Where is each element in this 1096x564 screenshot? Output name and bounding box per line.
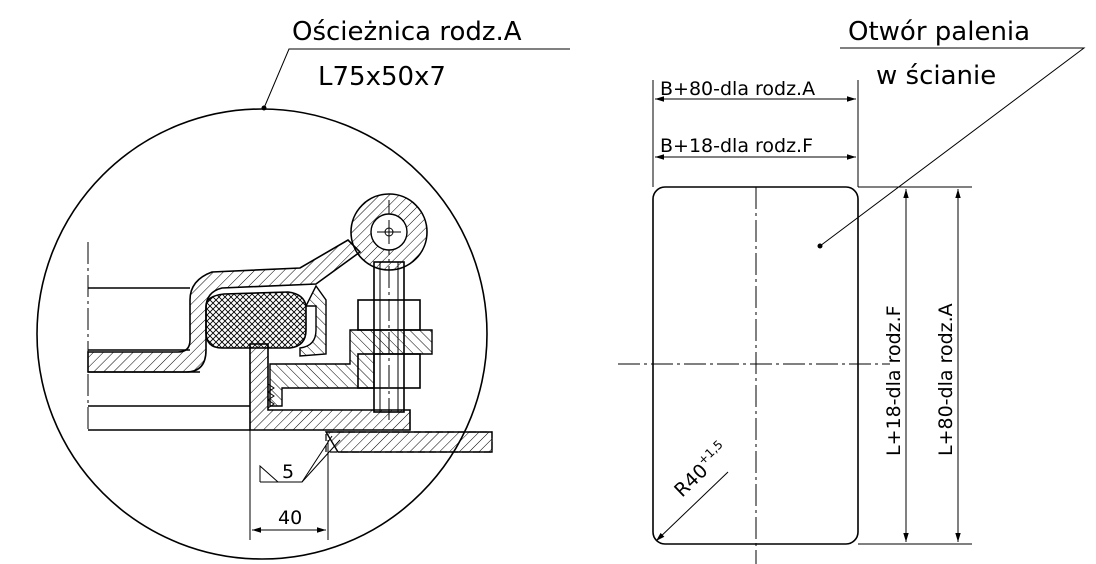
dim-radius-line <box>655 471 729 542</box>
opening-leader <box>819 47 1086 247</box>
frame-leader <box>263 48 570 109</box>
weld-symbol <box>259 464 279 483</box>
dim-width-F: B+18-dla rodz.F <box>660 135 813 157</box>
opening-label-line1: Otwór palenia <box>848 17 1030 47</box>
wall-plate <box>324 431 493 453</box>
dim-height-F: L+18-dla rodz.F <box>883 305 905 456</box>
frame-label-line1: Ościeżnica rodz.A <box>292 17 522 47</box>
seal <box>205 291 307 349</box>
opening-label-line2: w ścianie <box>876 61 996 91</box>
dim-radius: R40+1,5 <box>668 437 733 501</box>
seal-holder <box>299 284 327 357</box>
dim-width-A: B+80-dla rodz.A <box>660 78 815 100</box>
frame-label-line2: L75x50x7 <box>318 62 446 92</box>
opening-view: Otwór palenia w ścianie B+80-dla rodz.A … <box>618 17 1086 564</box>
opening-leader-dot <box>817 243 823 249</box>
dim-height-A: L+80-dla rodz.A <box>935 303 957 456</box>
dim-40: 40 <box>278 507 302 529</box>
weld-size: 5 <box>282 461 294 483</box>
wall-hidden <box>325 431 493 453</box>
detail-view: Ościeżnica rodz.A L75x50x7 <box>36 17 570 560</box>
